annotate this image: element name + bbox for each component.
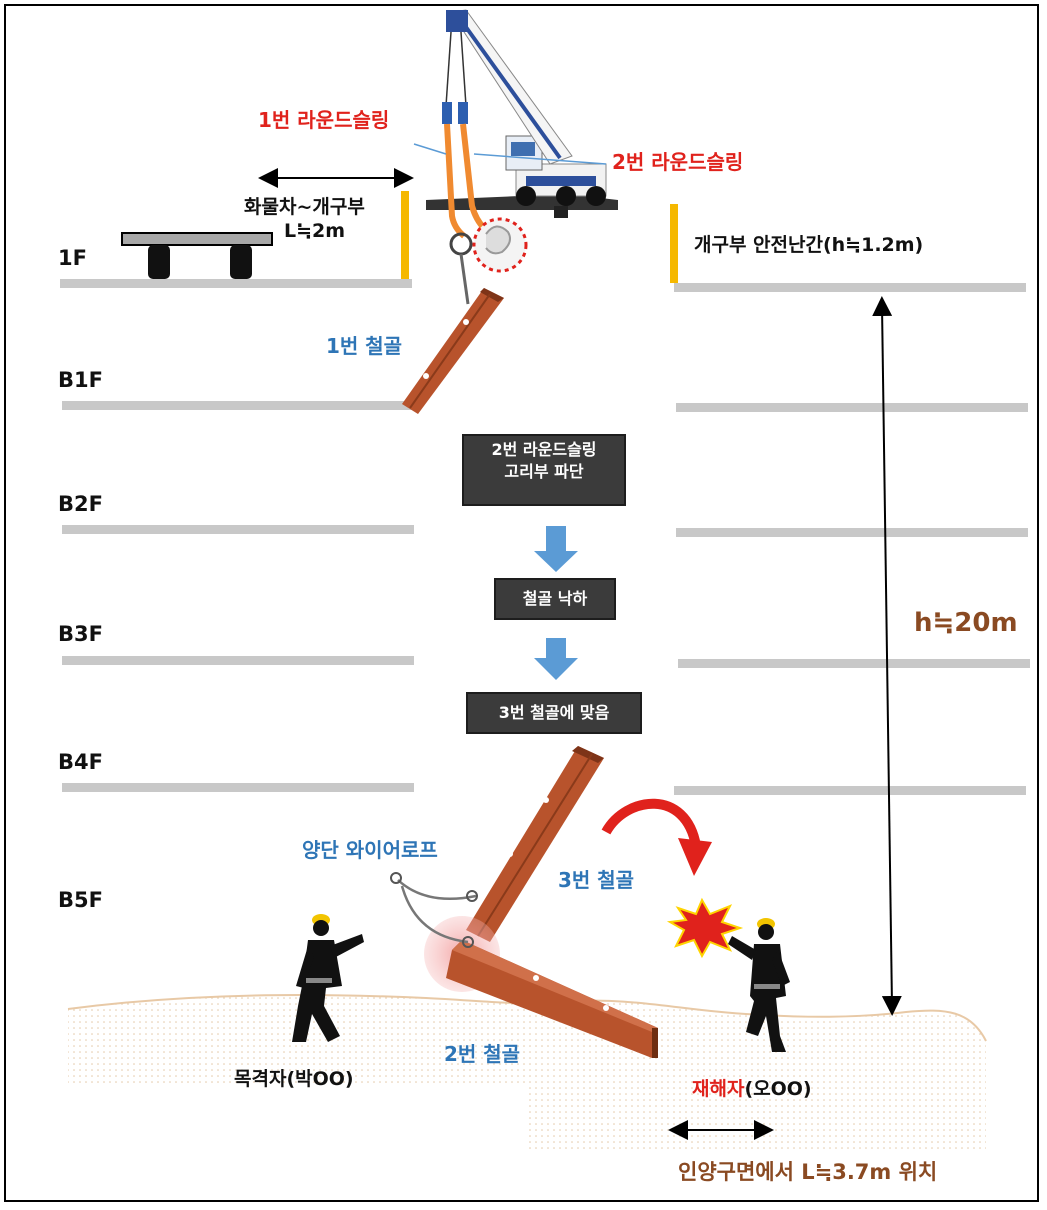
step-sling-break: 2번 라운드슬링 고리부 파단 xyxy=(462,434,626,506)
crane-icon xyxy=(426,9,618,218)
ground xyxy=(67,993,987,1151)
round-slings xyxy=(444,123,487,305)
floor-slabs xyxy=(60,279,1030,795)
victim-distance-label: 인양구면에서 L≒3.7m 위치 xyxy=(678,1160,938,1184)
witness-label: 목격자(박OO) xyxy=(234,1068,354,1090)
height-arrow xyxy=(872,296,902,1016)
beam3-icon xyxy=(466,746,604,942)
floor-label-b4f: B4F xyxy=(58,750,103,774)
beam1-label: 1번 철골 xyxy=(326,334,403,358)
victim-label-highlight: 재해자 xyxy=(692,1078,745,1100)
beam3-label: 3번 철골 xyxy=(558,868,635,892)
swing-arrow-icon xyxy=(601,798,712,876)
victim-label-name: (오OO) xyxy=(744,1078,812,1100)
truck-distance-label: 화물차~개구부 xyxy=(244,196,365,218)
accident-diagram: 1F B1F B2F B3F B4F B5F 1번 라운드슬링 2번 라운드슬링… xyxy=(4,4,1039,1202)
victim-figure-icon xyxy=(728,918,790,1052)
sling1-label: 1번 라운드슬링 xyxy=(258,108,390,132)
beam1-icon xyxy=(402,288,504,414)
impact-burst-icon xyxy=(666,897,744,959)
beam2-icon xyxy=(446,940,658,1058)
sling2-label: 2번 라운드슬링 xyxy=(612,150,744,174)
floor-label-b2f: B2F xyxy=(58,492,103,516)
step-struck-by-beam: 3번 철골에 맞음 xyxy=(466,692,642,734)
sling2-pointer xyxy=(473,153,607,165)
step-beam-fall-text: 철골 낙하 xyxy=(522,589,588,608)
step-struck-by-beam-text: 3번 철골에 맞음 xyxy=(498,703,610,722)
guardrail-label: 개구부 안전난간(h≒1.2m) xyxy=(694,234,924,256)
truck-distance-value: L≒2m xyxy=(284,220,346,242)
witness-figure-icon xyxy=(292,914,364,1042)
guardrail-right xyxy=(670,204,678,283)
sling1-pointer xyxy=(413,143,447,155)
floor-label-1f: 1F xyxy=(58,246,87,270)
wire-rope-icon xyxy=(390,872,478,948)
flow-arrows xyxy=(534,526,578,680)
step-sling-break-line2: 고리부 파단 xyxy=(504,462,584,481)
floor-label-b3f: B3F xyxy=(58,622,103,646)
scene-drawing xyxy=(60,9,1030,1151)
step-beam-fall: 철골 낙하 xyxy=(494,578,616,620)
guardrail-left xyxy=(401,191,409,279)
truck-icon xyxy=(121,232,273,279)
victim-label: 재해자(오OO) xyxy=(692,1074,812,1101)
height-label: h≒20m xyxy=(914,608,1018,638)
broken-hook-highlight xyxy=(472,217,528,273)
beam2-label: 2번 철골 xyxy=(444,1042,521,1066)
wire-rope-label: 양단 와이어로프 xyxy=(302,838,438,862)
step-sling-break-line1: 2번 라운드슬링 xyxy=(491,440,597,459)
floor-label-b1f: B1F xyxy=(58,368,103,392)
floor-label-b5f: B5F xyxy=(58,888,103,912)
